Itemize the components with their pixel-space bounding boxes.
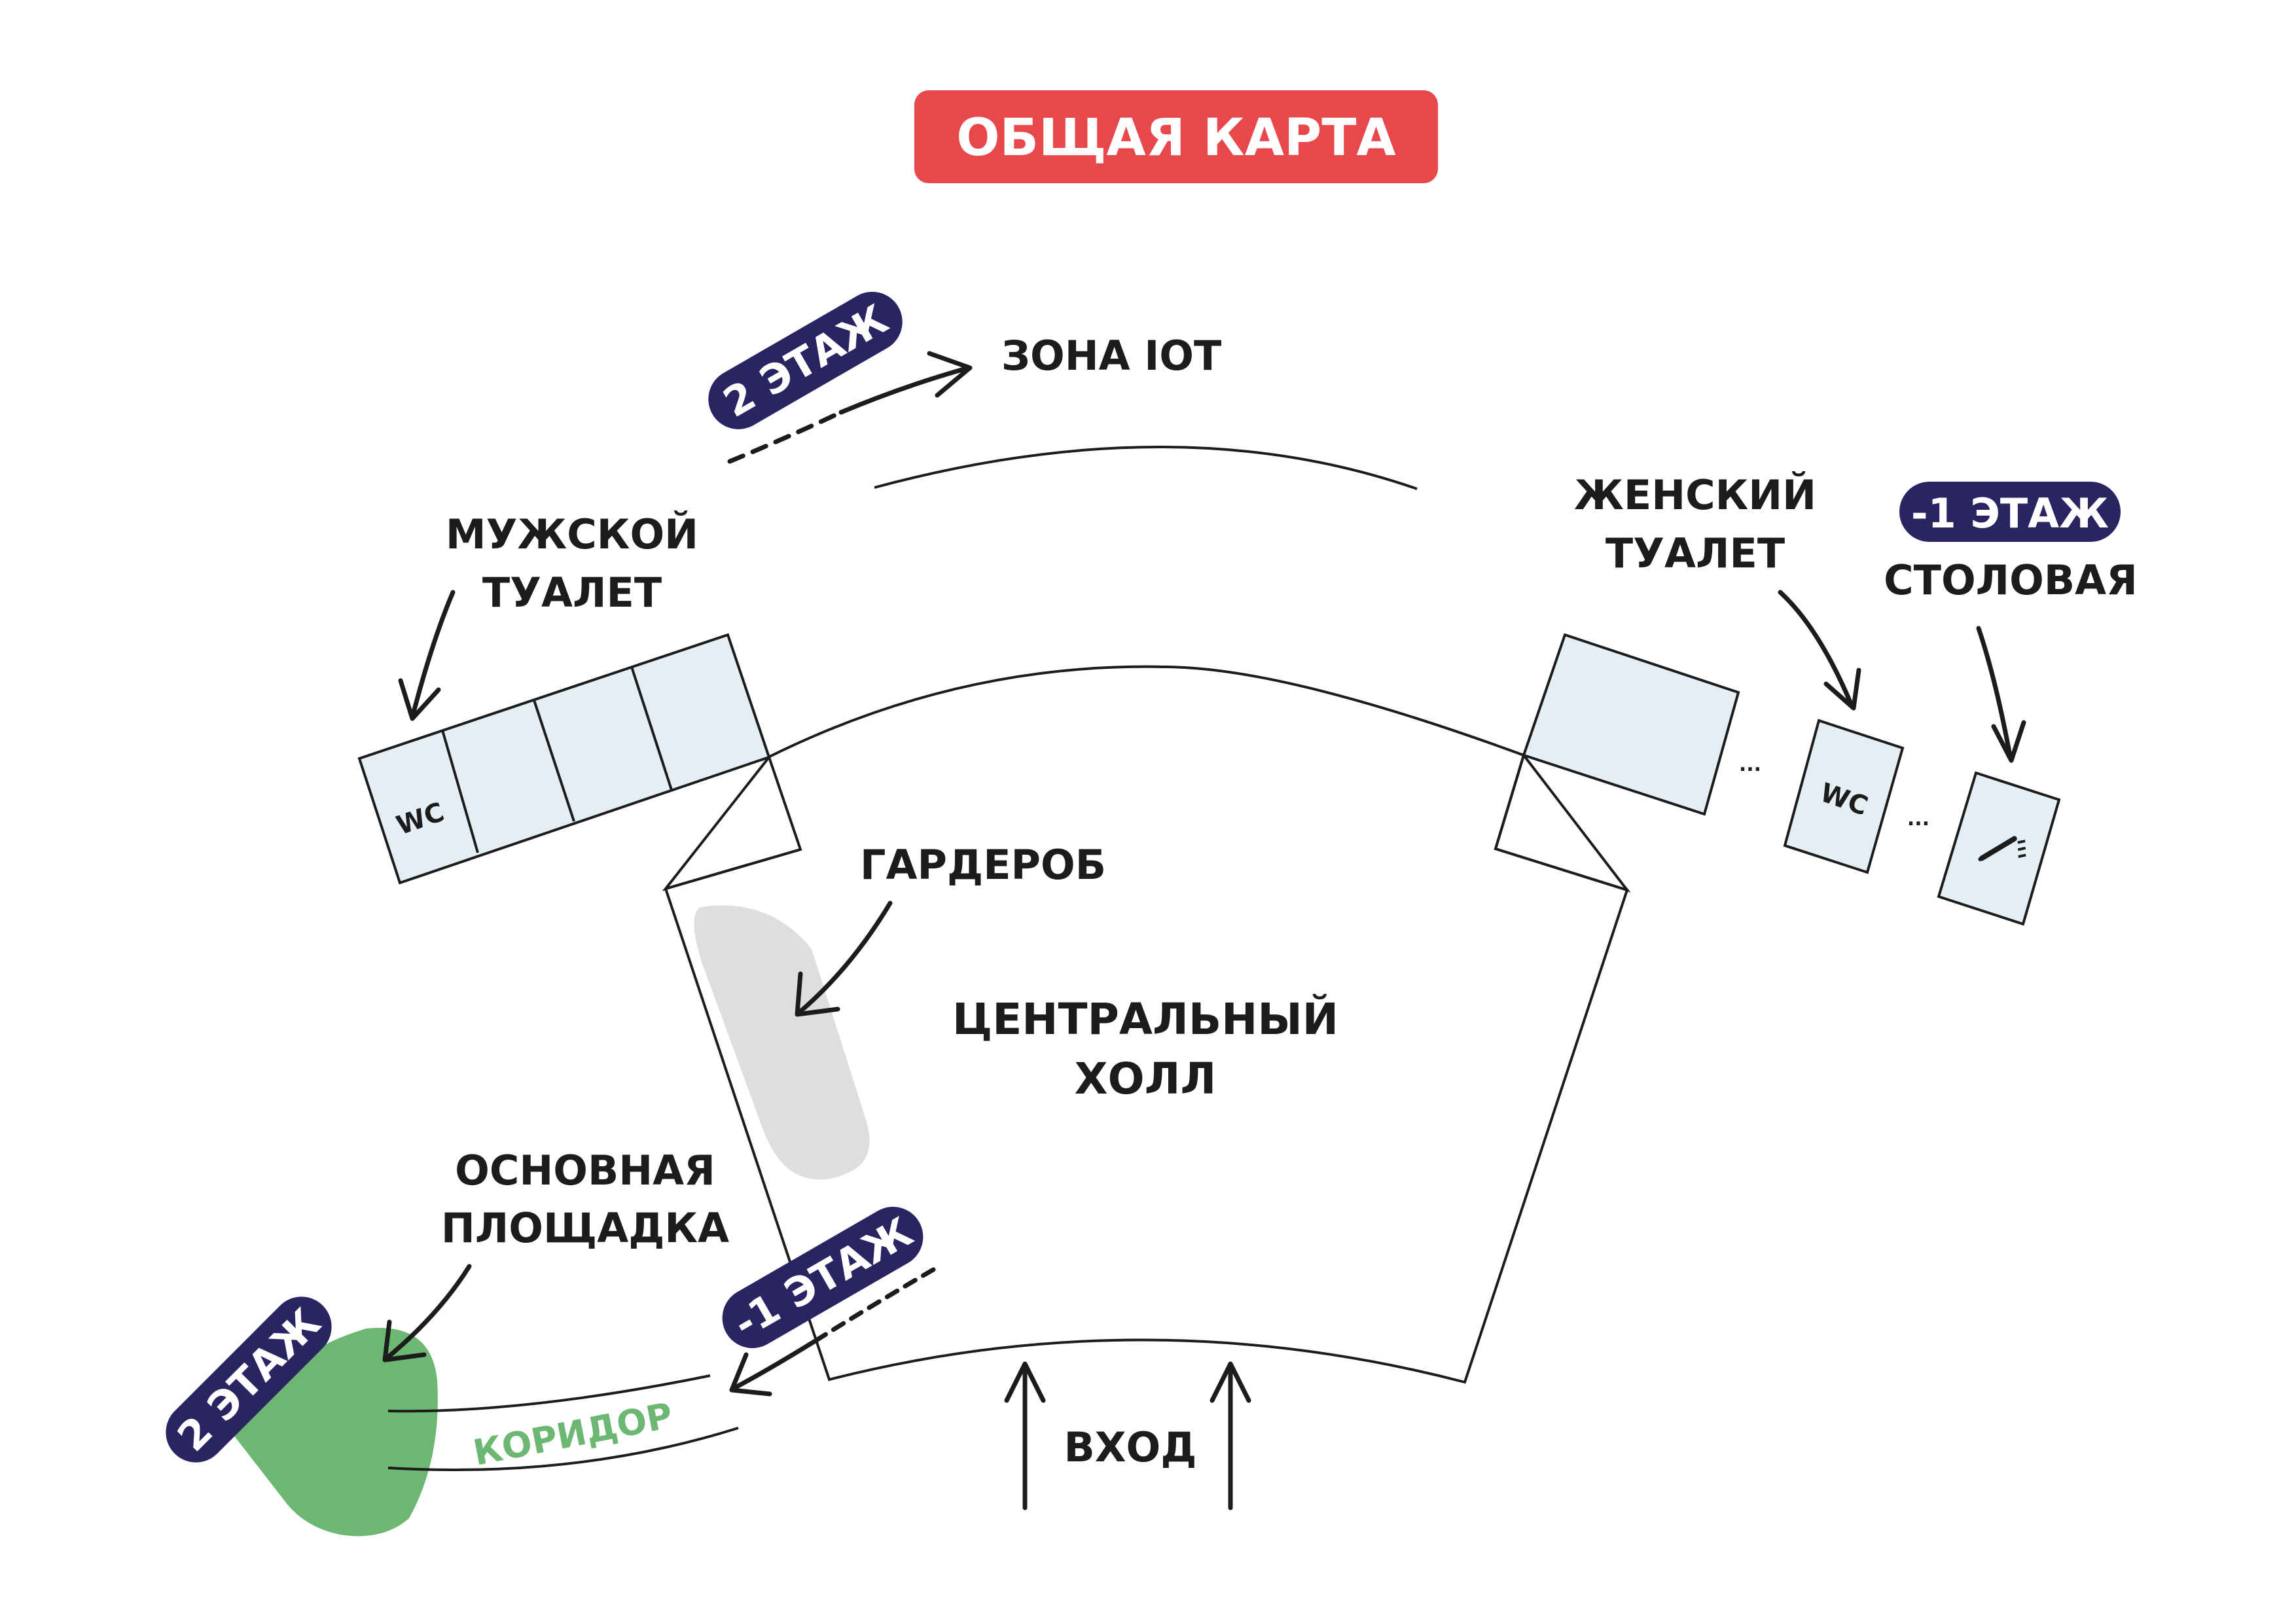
badge-background bbox=[1899, 482, 2121, 542]
iot-zone-label: ЗОНА IOT bbox=[1001, 332, 1221, 380]
womens-toilet-block: ... WC ... bbox=[1494, 633, 2061, 926]
badge-background bbox=[722, 1207, 924, 1348]
mens-toilet-label-1: МУЖСКОЙ bbox=[446, 510, 698, 558]
central-hall-outline bbox=[664, 755, 1629, 1384]
arrow-entrance-left bbox=[1004, 1361, 1046, 1510]
central-hall-label-1: ЦЕНТРАЛЬНЫЙ bbox=[952, 993, 1338, 1044]
mens-toilet-label-2: ТУАЛЕТ bbox=[482, 569, 662, 616]
womens-toilet-room bbox=[1522, 633, 1740, 816]
badge-text: -1 ЭТАЖ bbox=[725, 1207, 920, 1347]
page-title: ОБЩАЯ КАРТА bbox=[956, 109, 1396, 168]
mid-wall-arc bbox=[768, 665, 1524, 758]
floor-minus1-right-badge: -1 ЭТАЖ bbox=[1899, 482, 2121, 542]
womens-toilet-label-1: ЖЕНСКИЙ bbox=[1574, 471, 1816, 519]
ellipsis-1: ... bbox=[1739, 753, 1761, 776]
badge-text: 2 ЭТАЖ bbox=[715, 295, 896, 427]
badge-background bbox=[166, 1296, 332, 1463]
wardrobe-label: ГАРДЕРОБ bbox=[860, 841, 1106, 889]
central-hall-label-2: ХОЛЛ bbox=[1075, 1054, 1217, 1104]
corridor-wall-top bbox=[387, 1374, 711, 1413]
entrance-label: ВХОД bbox=[1064, 1423, 1197, 1471]
title-banner: ОБЩАЯ КАРТА bbox=[914, 90, 1438, 183]
badge-text: -1 ЭТАЖ bbox=[1911, 490, 2109, 537]
womens-toilet-lobby bbox=[1494, 752, 1631, 893]
arrow-womens-toilet bbox=[1778, 590, 1861, 711]
arrow-corridor bbox=[729, 1267, 936, 1397]
main-stage-label-2: ПЛОЩАДКА bbox=[441, 1204, 729, 1252]
ellipsis-2: ... bbox=[1907, 808, 1929, 830]
arrow-main-stage bbox=[382, 1264, 472, 1363]
wardrobe-area bbox=[694, 905, 870, 1180]
canteen-label: СТОЛОВАЯ bbox=[1884, 556, 2138, 604]
arrow-mens-toilet bbox=[398, 590, 456, 721]
main-stage-label-1: ОСНОВНАЯ bbox=[455, 1147, 715, 1194]
mens-toilet-rooms bbox=[357, 633, 771, 885]
title-background bbox=[914, 90, 1438, 183]
womens-toilet-label-2: ТУАЛЕТ bbox=[1605, 529, 1785, 577]
arrow-entrance-right bbox=[1210, 1361, 1251, 1510]
badge-background bbox=[708, 291, 903, 429]
top-wall-arc bbox=[874, 446, 1418, 490]
arrow-wardrobe bbox=[795, 901, 893, 1017]
womens-wc-room bbox=[1783, 719, 1905, 874]
cutlery-icon bbox=[1978, 836, 2026, 861]
arrow-iot bbox=[727, 351, 973, 464]
arrow-canteen bbox=[1976, 626, 2026, 763]
corridor-wall-bottom bbox=[387, 1427, 739, 1472]
floor2-top-badge: 2 ЭТАЖ bbox=[708, 291, 903, 429]
mens-toilet-block: WC bbox=[357, 633, 802, 891]
